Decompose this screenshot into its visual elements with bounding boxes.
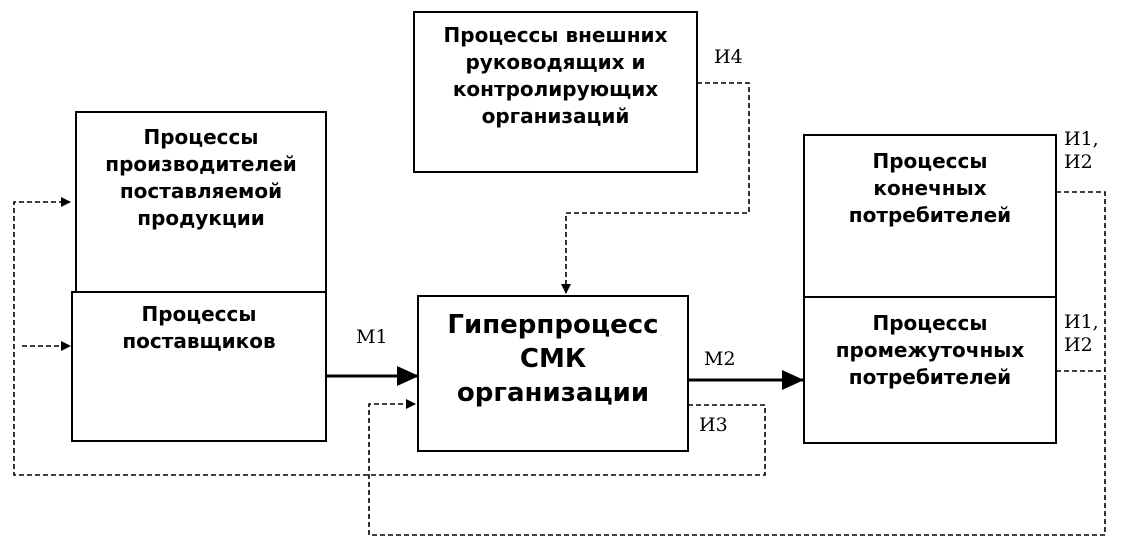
label-m1: М1 [356,326,388,348]
flow-i4-line [561,82,750,294]
flow-i1i2-final-line [368,191,1106,536]
label-i1i2-top: И1, И2 [1064,128,1099,173]
external-orgs-box: Процессы внешних руководящих и контролир… [413,11,698,173]
intermediate-consumers-box: Процессы промежуточных потребителей [803,296,1057,444]
flow-i3-line [13,197,766,476]
final-consumers-box: Процессы конечных потребителей [803,134,1057,298]
intermediate-consumers-label: Процессы промежуточных потребителей [835,311,1025,389]
label-m2: М2 [704,348,736,370]
external-orgs-label: Процессы внешних руководящих и контролир… [443,23,668,128]
manufacturers-box: Процессы производителей поставляемой про… [75,111,327,299]
hyperprocess-box: Гиперпроцесс СМК организации [417,295,689,452]
suppliers-label: Процессы поставщиков [122,302,276,353]
suppliers-box: Процессы поставщиков [71,291,327,442]
label-i1i2-bottom: И1, И2 [1064,311,1099,356]
hyperprocess-label: Гиперпроцесс СМК организации [447,310,659,408]
label-i4: И4 [714,46,743,68]
final-consumers-label: Процессы конечных потребителей [848,149,1012,227]
manufacturers-label: Процессы производителей поставляемой про… [105,125,297,230]
label-i3: И3 [699,414,728,436]
